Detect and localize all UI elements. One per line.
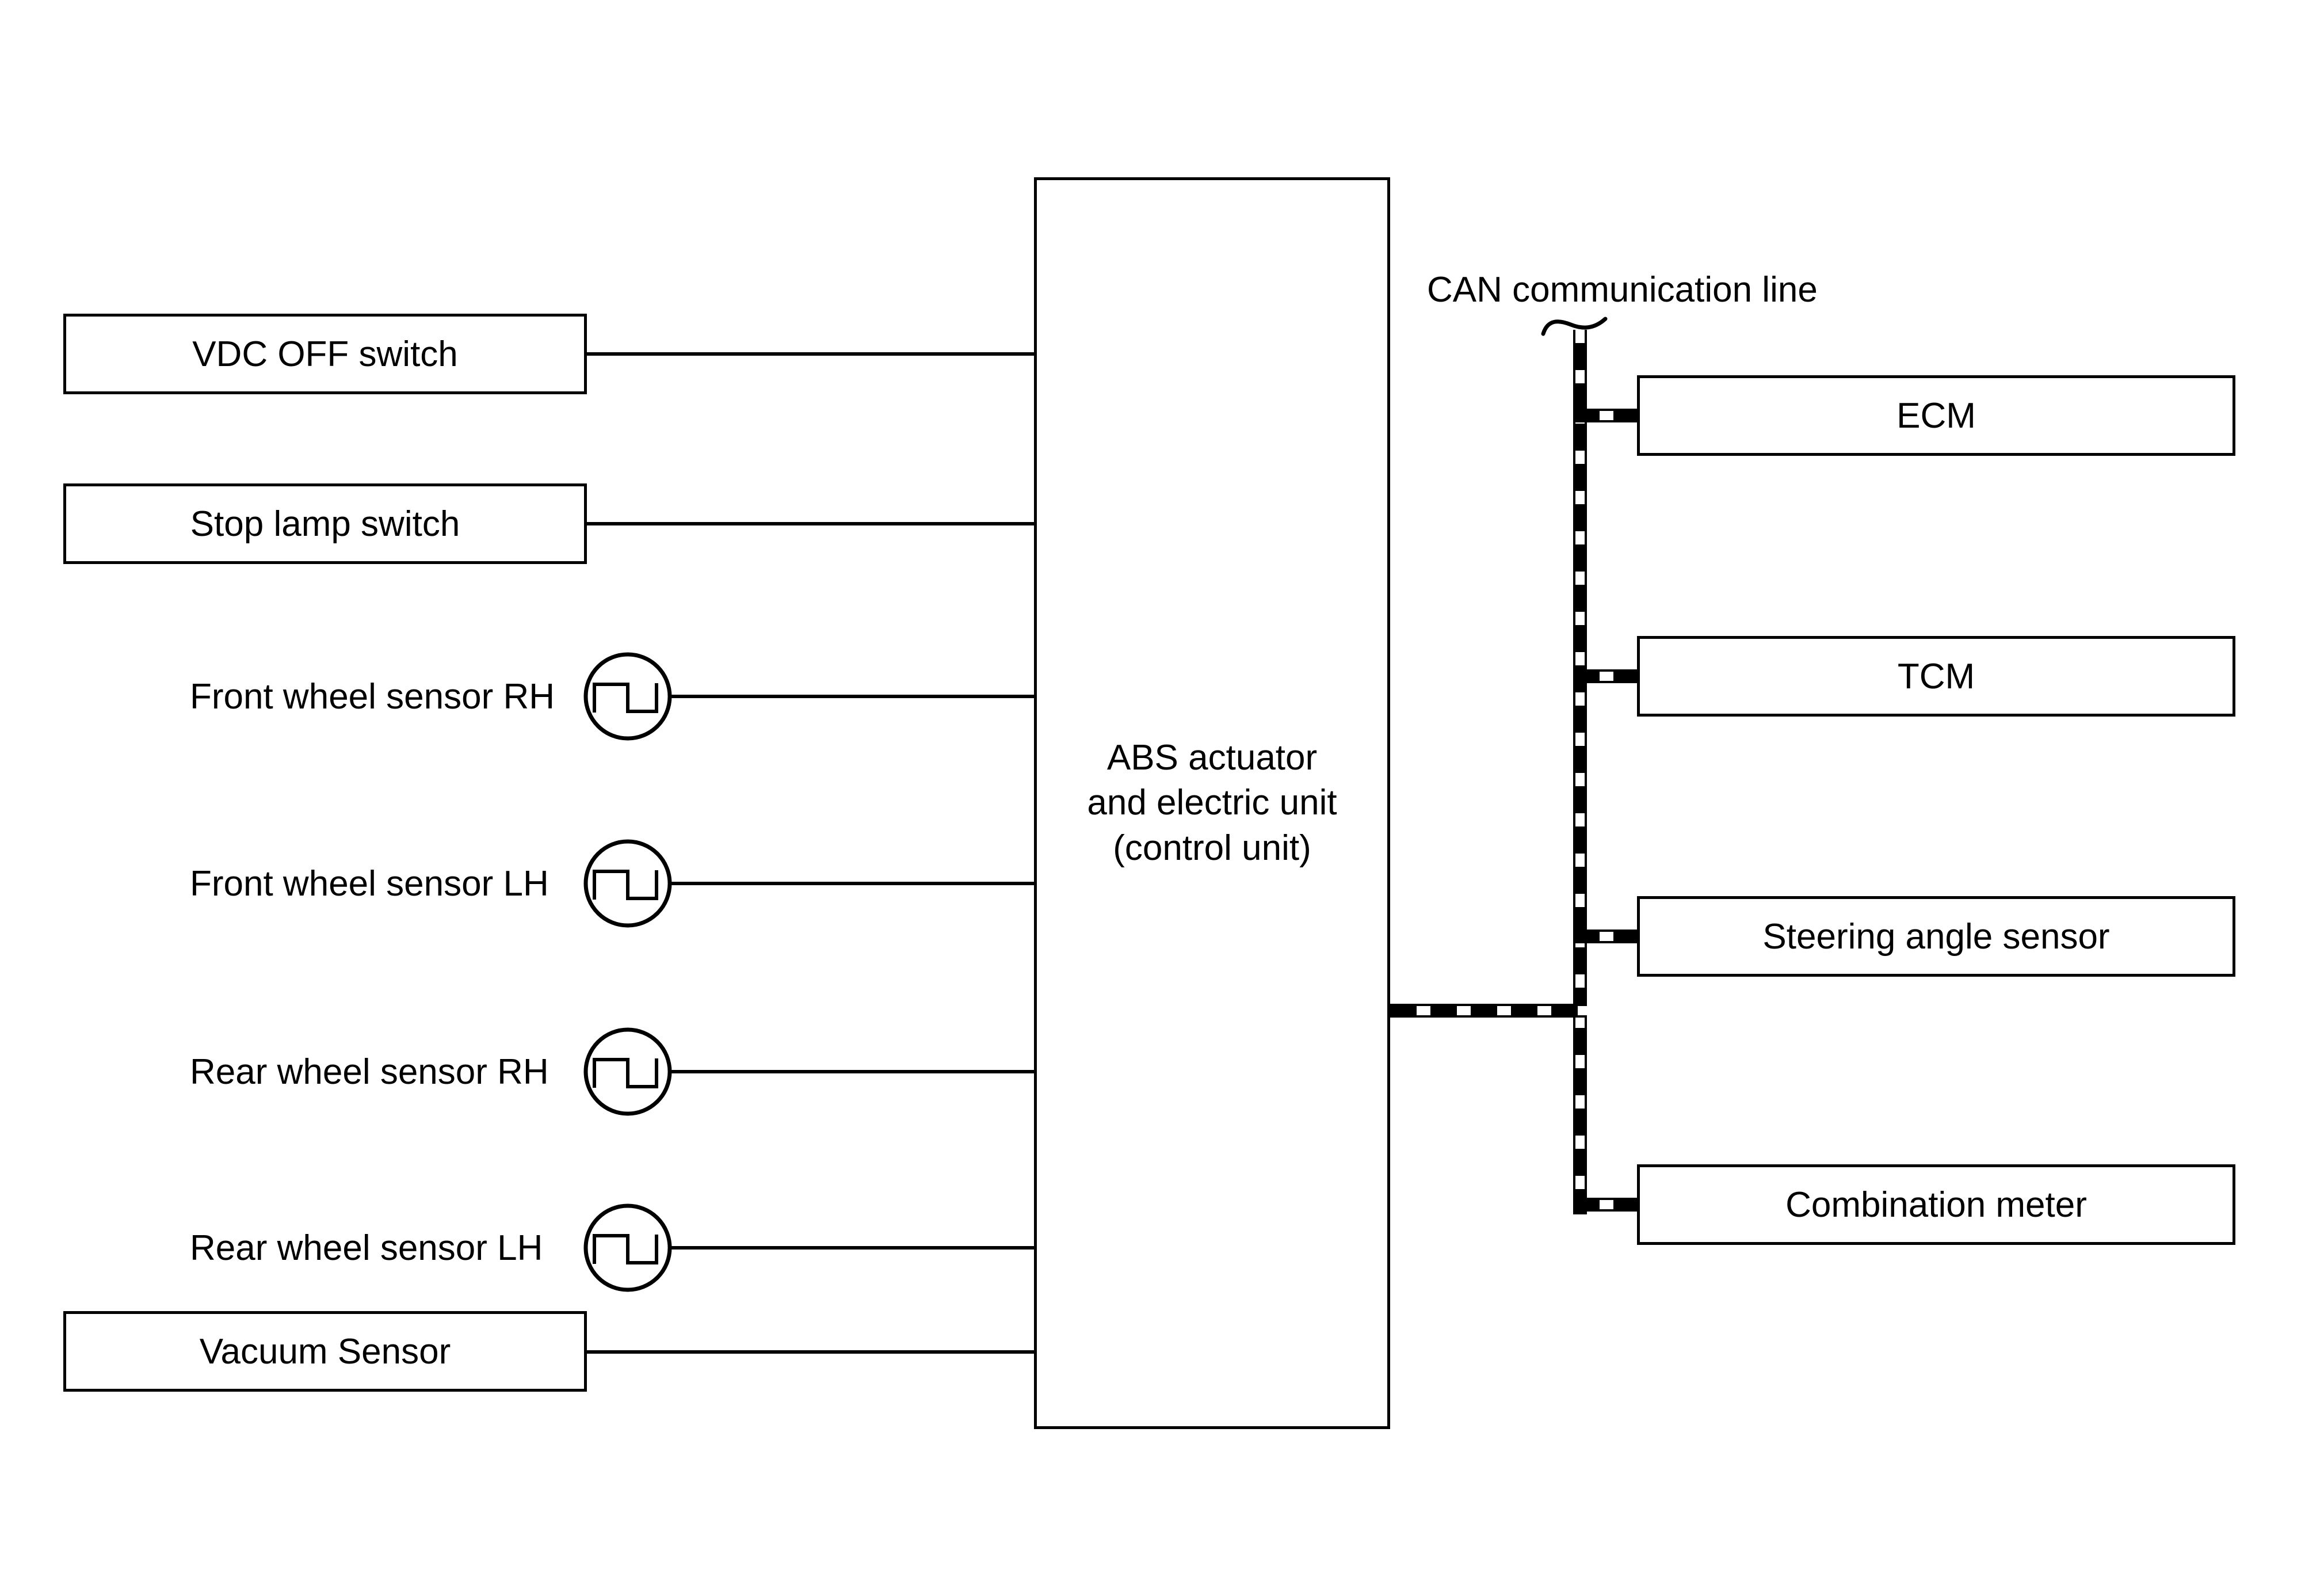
break-mark-icon [1541,317,1608,336]
ecm-box: ECM [1637,375,2235,456]
combination-meter-box: Combination meter [1637,1164,2235,1245]
can-communication-line-label: CAN communication line [1427,270,1818,310]
stop-lamp-switch-label: Stop lamp switch [190,504,460,544]
can-branch-ecm [1573,409,1637,422]
steering-angle-sensor-label: Steering angle sensor [1762,916,2110,957]
rear-wheel-sensor-rh-wire [671,1070,1034,1073]
combination-meter-label: Combination meter [1785,1184,2087,1225]
pulse-signal-icon [583,839,672,928]
tcm-label: TCM [1897,656,1975,696]
tcm-box: TCM [1637,636,2235,717]
front-wheel-sensor-lh-label: Front wheel sensor LH [190,863,549,904]
pulse-signal-icon [583,652,672,741]
can-branch-combination-meter [1573,1198,1637,1212]
steering-angle-sensor-box: Steering angle sensor [1637,896,2235,977]
vacuum-sensor-label: Vacuum Sensor [199,1331,451,1372]
pulse-signal-icon [583,1027,672,1116]
abs-actuator-label: ABS actuator and electric unit (control … [1087,738,1337,868]
ecm-label: ECM [1896,395,1976,436]
abs-actuator-box: ABS actuator and electric unit (control … [1034,177,1390,1429]
vdc-off-switch-wire [587,352,1034,356]
vacuum-sensor-box: Vacuum Sensor [63,1311,587,1392]
can-branch-tcm [1573,669,1637,683]
can-line-abs-to-trunk [1390,1004,1587,1018]
front-wheel-sensor-rh-wire [671,695,1034,698]
rear-wheel-sensor-lh-label: Rear wheel sensor LH [190,1228,543,1268]
stop-lamp-switch-wire [587,522,1034,525]
vacuum-sensor-wire [587,1350,1034,1354]
vdc-off-switch-label: VDC OFF switch [192,334,458,374]
can-branch-steering-angle-sensor [1573,930,1637,943]
pulse-signal-icon [583,1203,672,1292]
vdc-off-switch-box: VDC OFF switch [63,314,587,394]
can-trunk-line [1573,330,1587,1214]
rear-wheel-sensor-lh-wire [671,1246,1034,1250]
rear-wheel-sensor-rh-label: Rear wheel sensor RH [190,1052,549,1092]
front-wheel-sensor-rh-label: Front wheel sensor RH [190,676,555,717]
front-wheel-sensor-lh-wire [671,882,1034,885]
stop-lamp-switch-box: Stop lamp switch [63,483,587,564]
